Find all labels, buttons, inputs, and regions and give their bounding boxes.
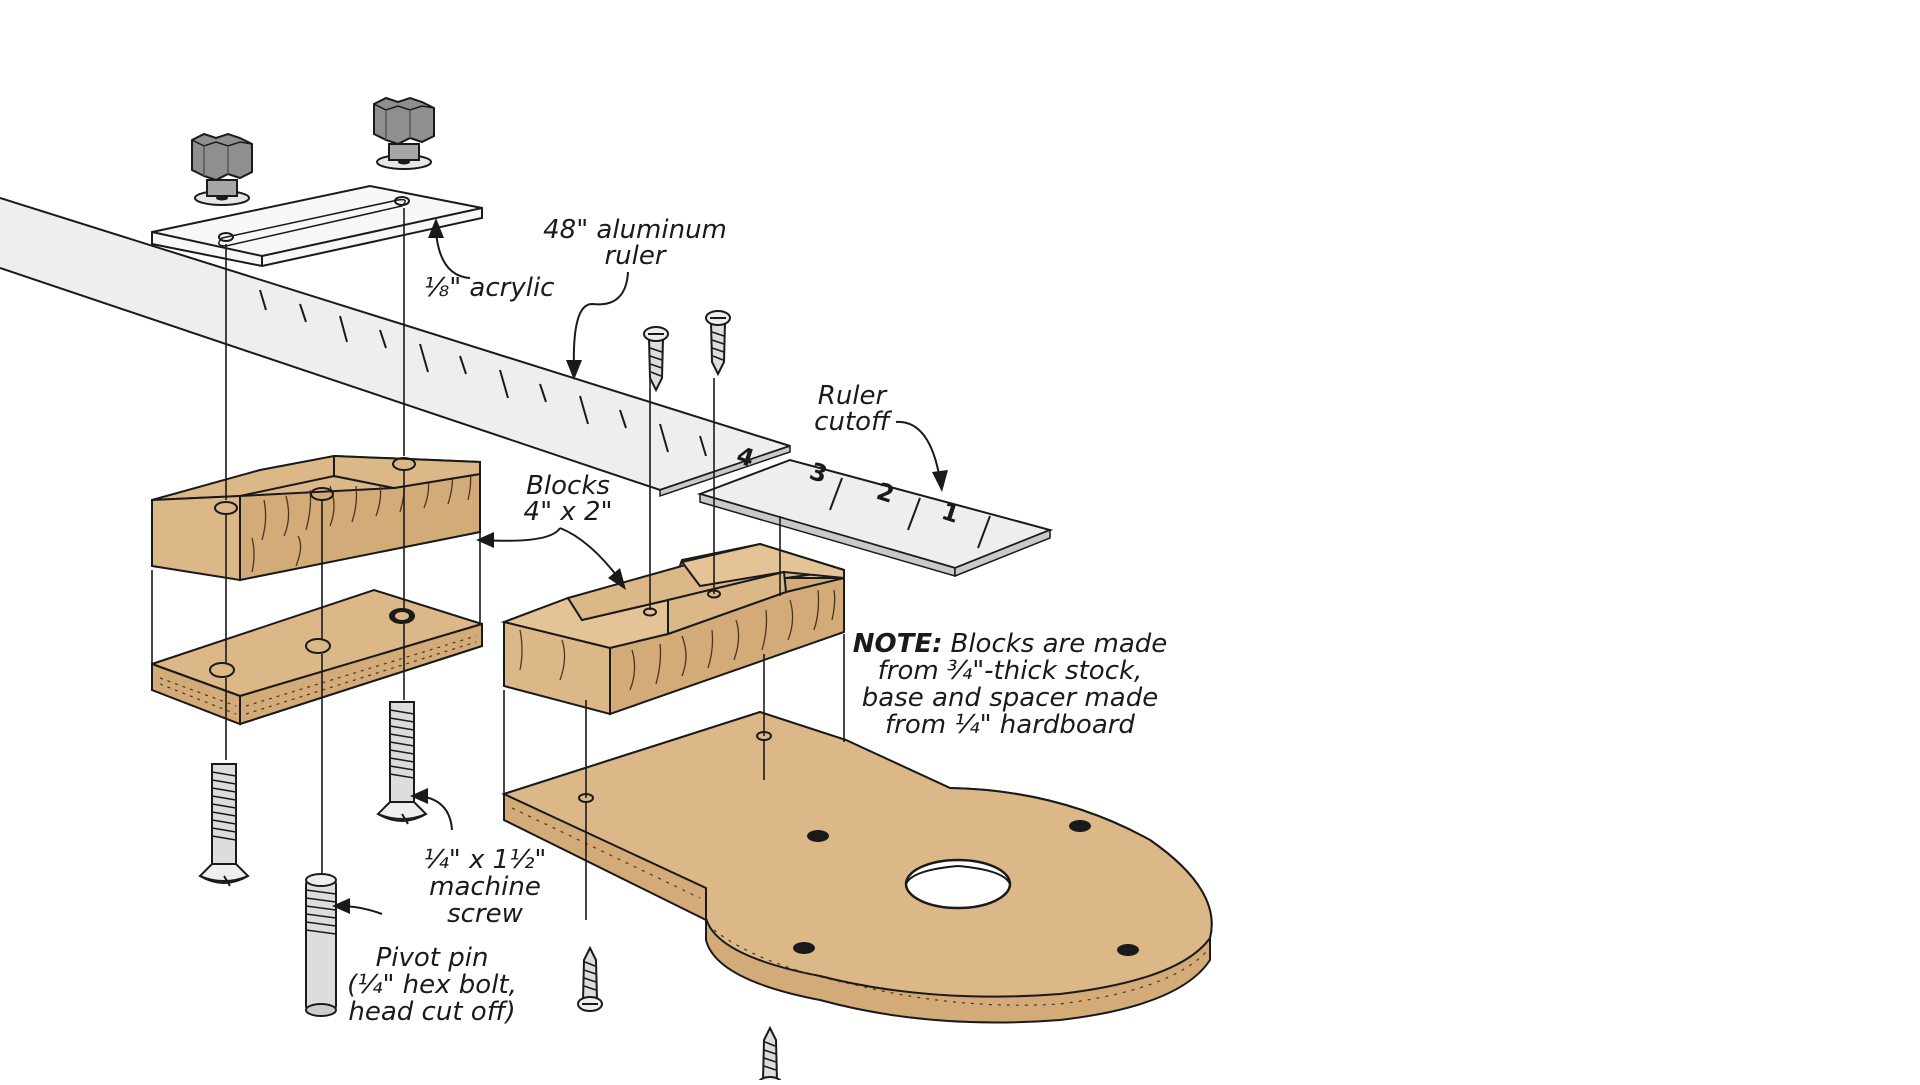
- label-pivot-pin-line1: Pivot pin: [376, 943, 489, 973]
- wood-screw-lower-right-icon: [757, 1027, 783, 1085]
- pivot-pin-icon: [305, 873, 337, 1017]
- note-line-3: base and spacer made: [862, 683, 1158, 713]
- label-blocks: Blocks 4" x 2": [524, 471, 613, 527]
- acrylic-plate: [151, 184, 483, 268]
- aluminum-ruler: 4: [0, 197, 791, 498]
- note-line-1: NOTE:Blocks are made: [853, 629, 1168, 659]
- note-heading: NOTE:: [853, 629, 943, 659]
- note-text-1: Blocks are made: [950, 629, 1167, 659]
- label-machine-screw: ¼" x 1½" machine screw: [424, 845, 547, 929]
- machine-screw-right-icon: [377, 701, 427, 825]
- left-spacer: [151, 588, 483, 726]
- label-machine-screw-line1: ¼" x 1½": [424, 845, 547, 875]
- assembly-lines: [151, 208, 845, 920]
- note-block: NOTE:Blocks are made from ¾"-thick stock…: [853, 629, 1168, 740]
- label-acrylic: ⅛" acrylic: [424, 273, 554, 303]
- arrowheads: [332, 218, 948, 914]
- label-blocks-line1: Blocks: [526, 471, 610, 501]
- label-aluminum-ruler: 48" aluminum ruler: [543, 215, 727, 271]
- router-base-plate: [501, 710, 1213, 1024]
- label-aluminum-ruler-line2: ruler: [604, 241, 667, 271]
- label-pivot-pin-line3: head cut off): [348, 997, 515, 1027]
- label-blocks-line2: 4" x 2": [524, 497, 613, 527]
- note-line-2: from ¾"-thick stock,: [878, 656, 1143, 686]
- star-knob-left-icon: [191, 133, 253, 206]
- label-pivot-pin-line2: (¼" hex bolt,: [347, 970, 517, 1000]
- screw-icon: [643, 326, 669, 391]
- label-aluminum-ruler-line1: 48" aluminum: [543, 215, 727, 245]
- left-block: [151, 454, 481, 582]
- label-ruler-cutoff-line2: cutoff: [814, 407, 893, 437]
- label-machine-screw-line3: screw: [447, 899, 524, 929]
- right-block: [500, 542, 845, 716]
- wood-screw-lower-left-icon: [577, 947, 603, 1012]
- label-ruler-cutoff-line1: Ruler: [818, 381, 889, 411]
- note-line-4: from ¼" hardboard: [885, 710, 1135, 740]
- star-knob-right-icon: [373, 97, 435, 170]
- label-machine-screw-line2: machine: [429, 872, 541, 902]
- ruler-cutoff: 3 2 1: [696, 457, 1054, 578]
- label-pivot-pin: Pivot pin (¼" hex bolt, head cut off): [347, 943, 517, 1027]
- label-ruler-cutoff: Ruler cutoff: [814, 381, 893, 437]
- screw-icon: [705, 310, 731, 375]
- machine-screw-left-icon: [199, 763, 249, 887]
